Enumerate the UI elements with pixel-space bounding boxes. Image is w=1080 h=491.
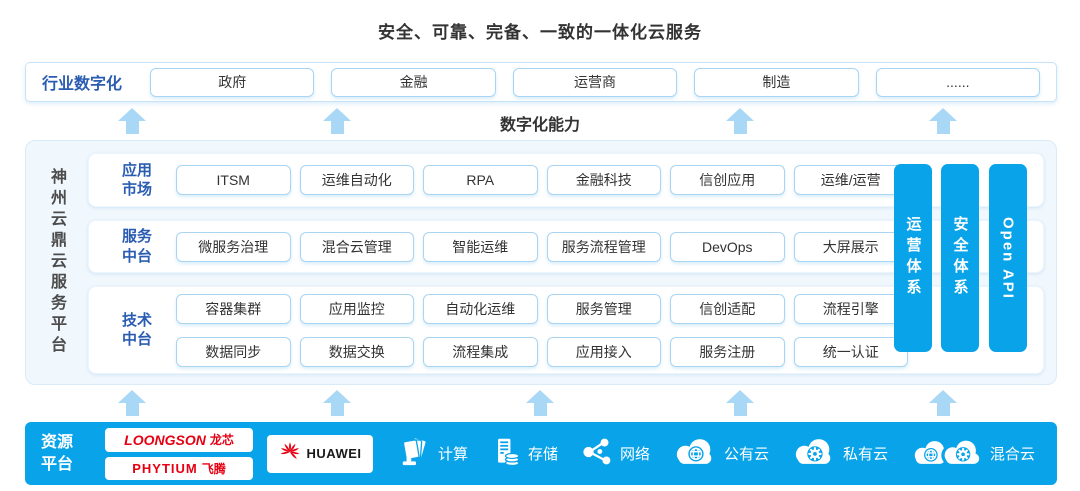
service-middle-platform-label: 服务 中台 [121, 228, 152, 265]
up-arrow-icon [726, 390, 754, 417]
resource-item-label: 私有云 [842, 446, 888, 463]
industry-item-finance: 金融 [331, 67, 496, 97]
platform-item: 流程引擎 [793, 293, 908, 324]
app-market-items: ITSM 运维自动化 RPA 金融科技 信创应用 运维/运营 [176, 165, 908, 195]
up-arrow-icon [526, 390, 554, 417]
public-cloud-icon [673, 436, 717, 471]
resource-item-hybrid-cloud: 混合云 [911, 436, 1035, 471]
open-api-bar: Open API [989, 164, 1027, 352]
platform-item: 自动化运维 [423, 293, 538, 324]
industry-item-manufacturing: 制造 [694, 67, 859, 97]
industry-row-label: 行业数字化 [42, 76, 123, 93]
cloud-platform-panel: 神州云鼎云服务平台 应用 市场 ITSM 运维自动化 RPA 金融科技 信创应用… [25, 140, 1057, 385]
resource-platform-label: 资源 平台 [41, 433, 74, 473]
platform-item: 流程集成 [423, 336, 538, 367]
platform-item: 服务注册 [670, 336, 785, 367]
up-arrow-icon [929, 390, 957, 417]
resource-item-label: 公有云 [723, 446, 769, 463]
loongson-logo: LOONGSON 龙芯 [105, 427, 253, 452]
up-arrow-icon [929, 108, 957, 135]
resource-item-public-cloud: 公有云 [673, 436, 769, 471]
platform-item: ITSM [176, 165, 291, 195]
platform-item: 应用监控 [299, 293, 414, 324]
phytium-logo: PHYTIUM 飞腾 [105, 456, 253, 480]
platform-item: 容器集群 [176, 293, 291, 324]
up-arrow-icon [323, 390, 351, 417]
resource-item-label: 计算 [438, 446, 469, 463]
cpu-vendor-logos: LOONGSON 龙芯 PHYTIUM 飞腾 [105, 427, 253, 480]
resource-item-private-cloud: 私有云 [792, 436, 888, 471]
industry-item-operator: 运营商 [512, 67, 678, 97]
resource-item-label: 网络 [619, 446, 650, 463]
industry-items: 政府 金融 运营商 制造 ...... [150, 67, 1041, 97]
service-items: 微服务治理 混合云管理 智能运维 服务流程管理 DevOps 大屏展示 [176, 231, 908, 262]
huawei-flower-icon [279, 440, 301, 467]
platform-item: 统一认证 [793, 336, 908, 367]
resource-item-network: 网络 [581, 436, 650, 472]
platform-item: 运维/运营 [793, 165, 908, 195]
compute-icon [399, 436, 431, 472]
network-icon [581, 436, 613, 472]
tech-middle-platform-row: 技术 中台 容器集群 应用监控 自动化运维 服务管理 信创适配 流程引擎 数据同… [88, 286, 1044, 374]
up-arrow-icon [726, 108, 754, 135]
huawei-logo: HUAWEI [267, 434, 373, 473]
tech-middle-platform-label: 技术 中台 [121, 311, 152, 349]
private-cloud-icon [792, 436, 836, 471]
service-middle-platform-row: 服务 中台 微服务治理 混合云管理 智能运维 服务流程管理 DevOps 大屏展… [88, 220, 1044, 273]
platform-item: DevOps [670, 231, 785, 262]
hybrid-cloud-icon [911, 436, 983, 471]
platform-item: 信创适配 [670, 293, 785, 324]
digital-capability-label: 数字化能力 [499, 117, 580, 134]
resource-item-storage: 存储 [491, 436, 558, 472]
resource-item-label: 混合云 [989, 446, 1035, 463]
resource-item-label: 存储 [527, 446, 558, 463]
resource-platform-bar: 资源 平台 LOONGSON 龙芯 PHYTIUM 飞腾 [25, 422, 1057, 485]
platform-item: 运维自动化 [299, 165, 414, 195]
platform-item: 数据同步 [176, 336, 291, 367]
page-title: 安全、可靠、完备、一致的一体化云服务 [378, 23, 702, 42]
storage-icon [491, 436, 521, 472]
platform-item: 金融科技 [546, 165, 661, 195]
app-market-label: 应用 市场 [121, 161, 152, 199]
up-arrow-icon [323, 108, 351, 135]
platform-item: 大屏展示 [793, 231, 908, 262]
platform-item: 数据交换 [299, 336, 414, 367]
industry-item-government: 政府 [150, 67, 315, 97]
platform-item: 混合云管理 [299, 231, 414, 262]
platform-item: 信创应用 [670, 165, 785, 195]
operation-system-bar: 运营体系 [894, 164, 932, 352]
resource-item-compute: 计算 [399, 436, 468, 472]
platform-side-label: 神州云鼎云服务平台 [48, 168, 65, 357]
up-arrow-icon [118, 390, 146, 417]
security-system-bar: 安全体系 [941, 164, 979, 352]
platform-item: 服务流程管理 [546, 231, 661, 262]
app-market-row: 应用 市场 ITSM 运维自动化 RPA 金融科技 信创应用 运维/运营 [88, 153, 1044, 207]
up-arrow-icon [118, 108, 146, 135]
platform-item: 应用接入 [546, 336, 661, 367]
platform-item: 智能运维 [423, 231, 538, 262]
platform-item: RPA [423, 165, 538, 195]
resource-items: 计算 [399, 436, 1035, 472]
platform-item: 服务管理 [546, 293, 661, 324]
industry-item-more: ...... [875, 67, 1041, 97]
platform-item: 微服务治理 [176, 231, 291, 262]
industry-digitalization-row: 行业数字化 政府 金融 运营商 制造 ...... [25, 62, 1057, 102]
tech-items: 容器集群 应用监控 自动化运维 服务管理 信创适配 流程引擎 数据同步 数据交换… [176, 293, 908, 367]
